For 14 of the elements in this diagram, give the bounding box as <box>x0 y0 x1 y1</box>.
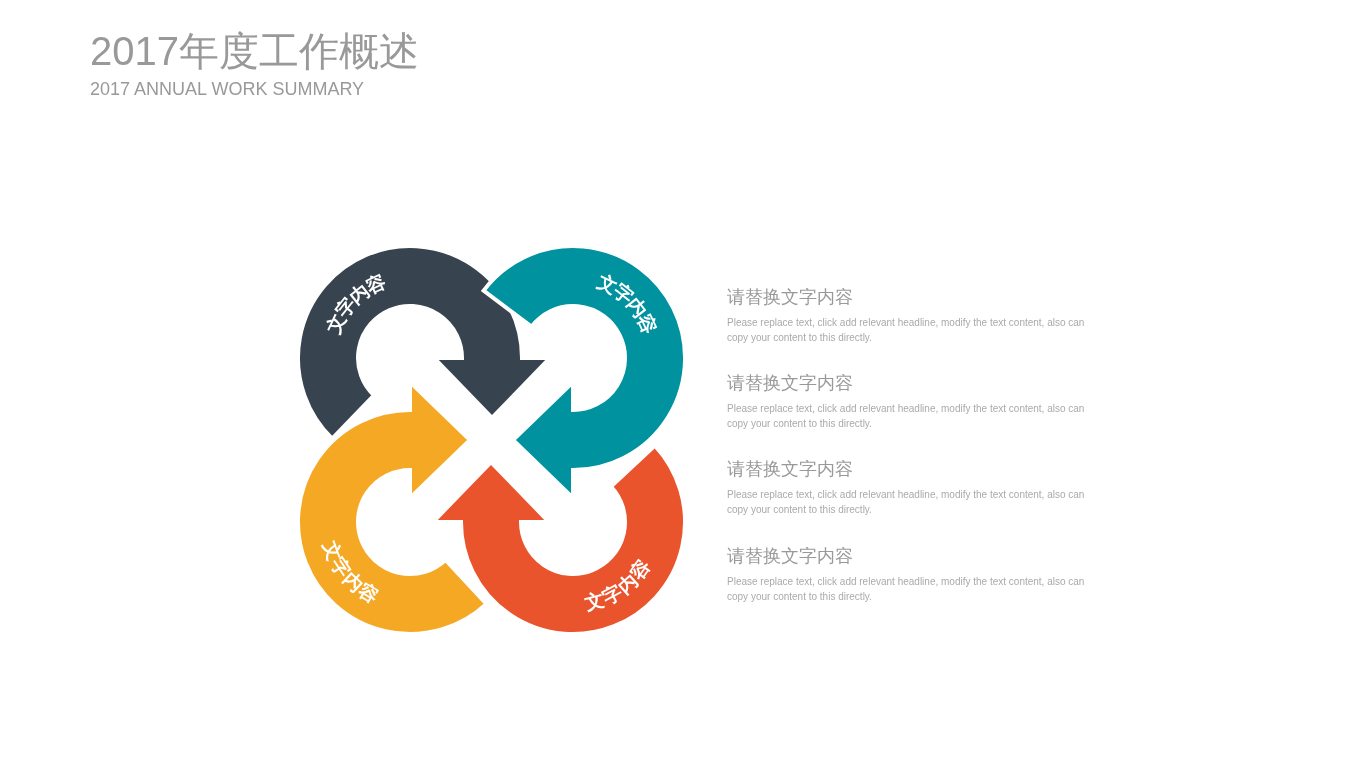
body-text: Please replace text, click add relevant headline, modify the text content, also can copy your content to this directly. <box>727 402 1086 431</box>
heading: 请替换文字内容 <box>727 545 853 568</box>
body-text: Please replace text, click add relevant headline, modify the text content, also can copy your content to this directly. <box>727 316 1086 345</box>
heading: 请替换文字内容 <box>727 286 853 309</box>
segment-label: 文字内容 <box>321 269 389 337</box>
heading: 请替换文字内容 <box>727 458 853 481</box>
heading: 请替换文字内容 <box>727 372 853 395</box>
slide-title: 2017年度工作概述 <box>90 28 419 75</box>
body-text: Please replace text, click add relevant headline, modify the text content, also can copy your content to this directly. <box>727 488 1086 517</box>
segment-label: 文字内容 <box>582 555 655 615</box>
body-text: Please replace text, click add relevant headline, modify the text content, also can copy your content to this directly. <box>727 575 1086 604</box>
segment-label: 文字内容 <box>319 537 383 608</box>
segment-label: 文字内容 <box>594 269 662 337</box>
slide-subtitle: 2017 ANNUAL WORK SUMMARY <box>90 79 365 100</box>
